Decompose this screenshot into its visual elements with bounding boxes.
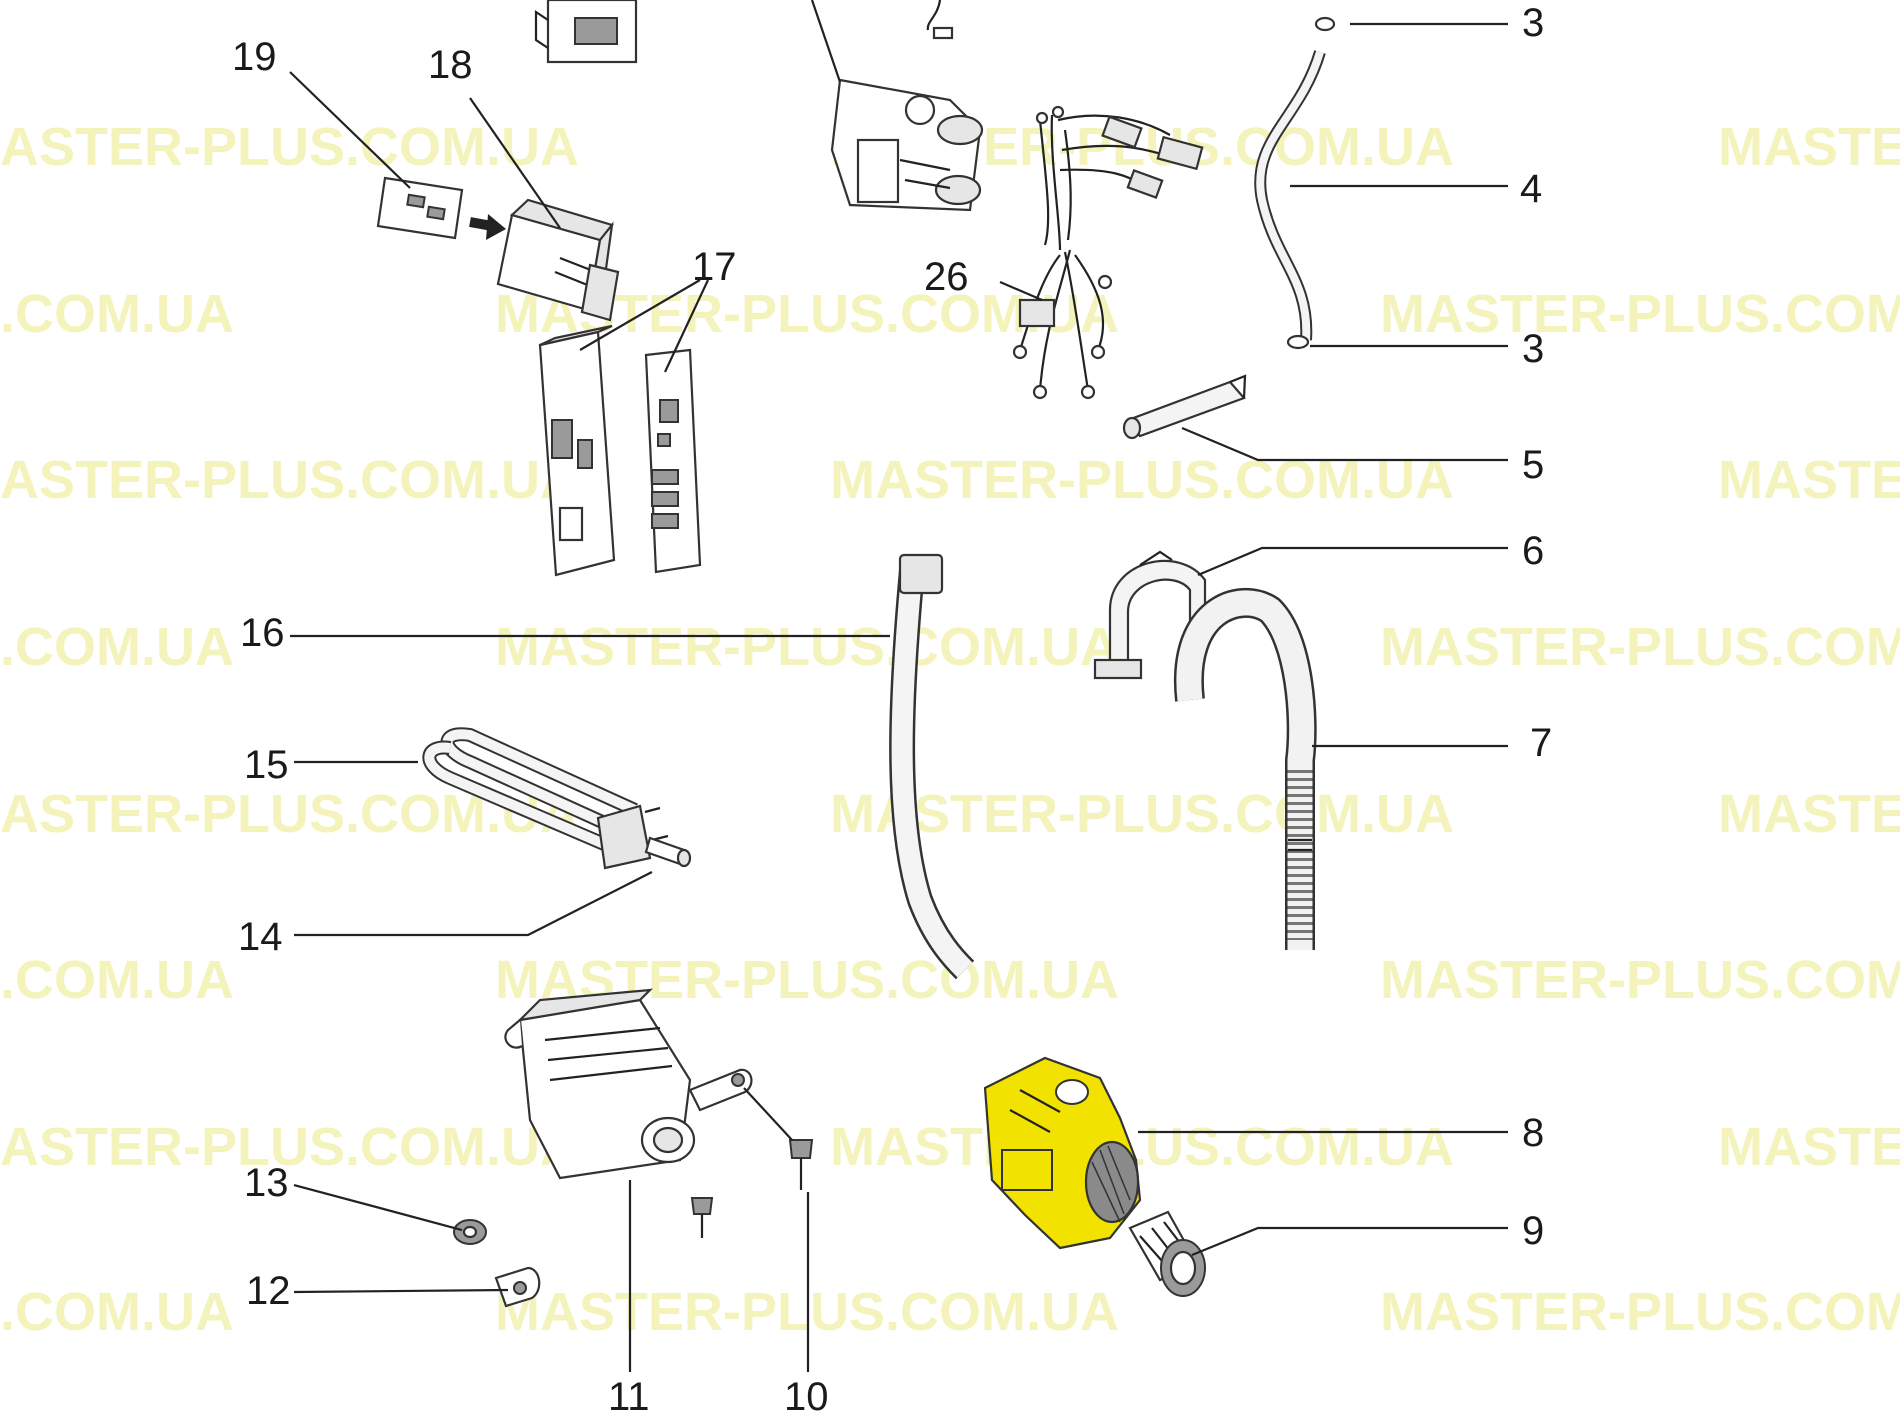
parts-layer [376,0,1336,1308]
callout-3: 3 [1522,327,1544,371]
callout-9: 9 [1522,1209,1544,1253]
callout-7: 7 [1530,721,1552,765]
watermark: MASTER-PLUS.COM.UA [830,1117,1454,1177]
part-26-harness [1012,105,1204,400]
part-pressure-hose [1122,16,1336,440]
watermark: MASTER-PLUS.COM.UA [495,617,1119,677]
watermark: MASTER-PLUS.COM.UA [830,784,1454,844]
watermark: .COM.UA [0,617,234,677]
callout-18: 18 [428,43,473,87]
part-19-plate [376,176,506,240]
part-9-filter [1128,1210,1206,1297]
watermark-layer: ASTER-PLUS.COM.UA MASTER-PLUS.COM.UA MAS… [0,117,1900,1342]
callout-14: 14 [238,915,283,959]
callout-19: 19 [232,35,277,79]
part-6-bracket [1093,550,1207,680]
callout-4: 4 [1520,167,1542,211]
watermark: MASTER-PLUS.COM.UA [1380,284,1900,344]
watermark: MASTE [1718,784,1900,844]
leader-lines [289,0,1508,1372]
watermark: .COM.UA [0,284,234,344]
part-15-heater [422,727,669,870]
watermark: ASTER-PLUS.COM.UA [0,1117,579,1177]
callout-15: 15 [244,743,289,787]
callout-11: 11 [608,1375,650,1419]
part-13-nut [453,1219,487,1245]
watermark: MASTE [1718,450,1900,510]
callout-12: 12 [246,1269,291,1313]
callout-8: 8 [1522,1111,1544,1155]
watermark: ASTER-PLUS.COM.UA [0,450,579,510]
part-top-connector [534,0,638,64]
callout-3: 3 [1522,1,1544,45]
part-16-sump-hose [889,553,975,980]
callout-26: 26 [924,255,969,299]
part-17-module [538,324,702,577]
watermark: ASTER-PLUS.COM.UA [0,117,579,177]
part-8-drain-pump [983,1056,1142,1250]
part-12-clip [494,1266,541,1308]
callout-17: 17 [692,245,737,289]
watermark: MASTE [1718,1117,1900,1177]
callout-16: 16 [240,611,285,655]
part-10-screws [690,1139,814,1238]
callout-13: 13 [244,1161,289,1205]
watermark: .COM.UA [0,1282,234,1342]
callout-labels: 19 18 17 26 3 4 3 5 6 16 7 15 14 8 13 9 … [232,1,1552,1419]
watermark: MASTER-PLUS.COM.UA [1380,950,1900,1010]
watermark: MASTER-PLUS.COM.UA [1380,1282,1900,1342]
part-11-motor [504,988,753,1180]
callout-5: 5 [1522,443,1544,487]
watermark: MASTER-PLUS.COM.UA [1380,617,1900,677]
callout-10: 10 [784,1375,829,1419]
part-inlet-valve [830,0,984,212]
part-14-sensor [644,836,692,868]
watermark: .COM.UA [0,950,234,1010]
part-18-filter [496,198,620,322]
callout-6: 6 [1522,529,1544,573]
part-7-drain-hose [1173,587,1317,950]
watermark: MASTE [1718,117,1900,177]
